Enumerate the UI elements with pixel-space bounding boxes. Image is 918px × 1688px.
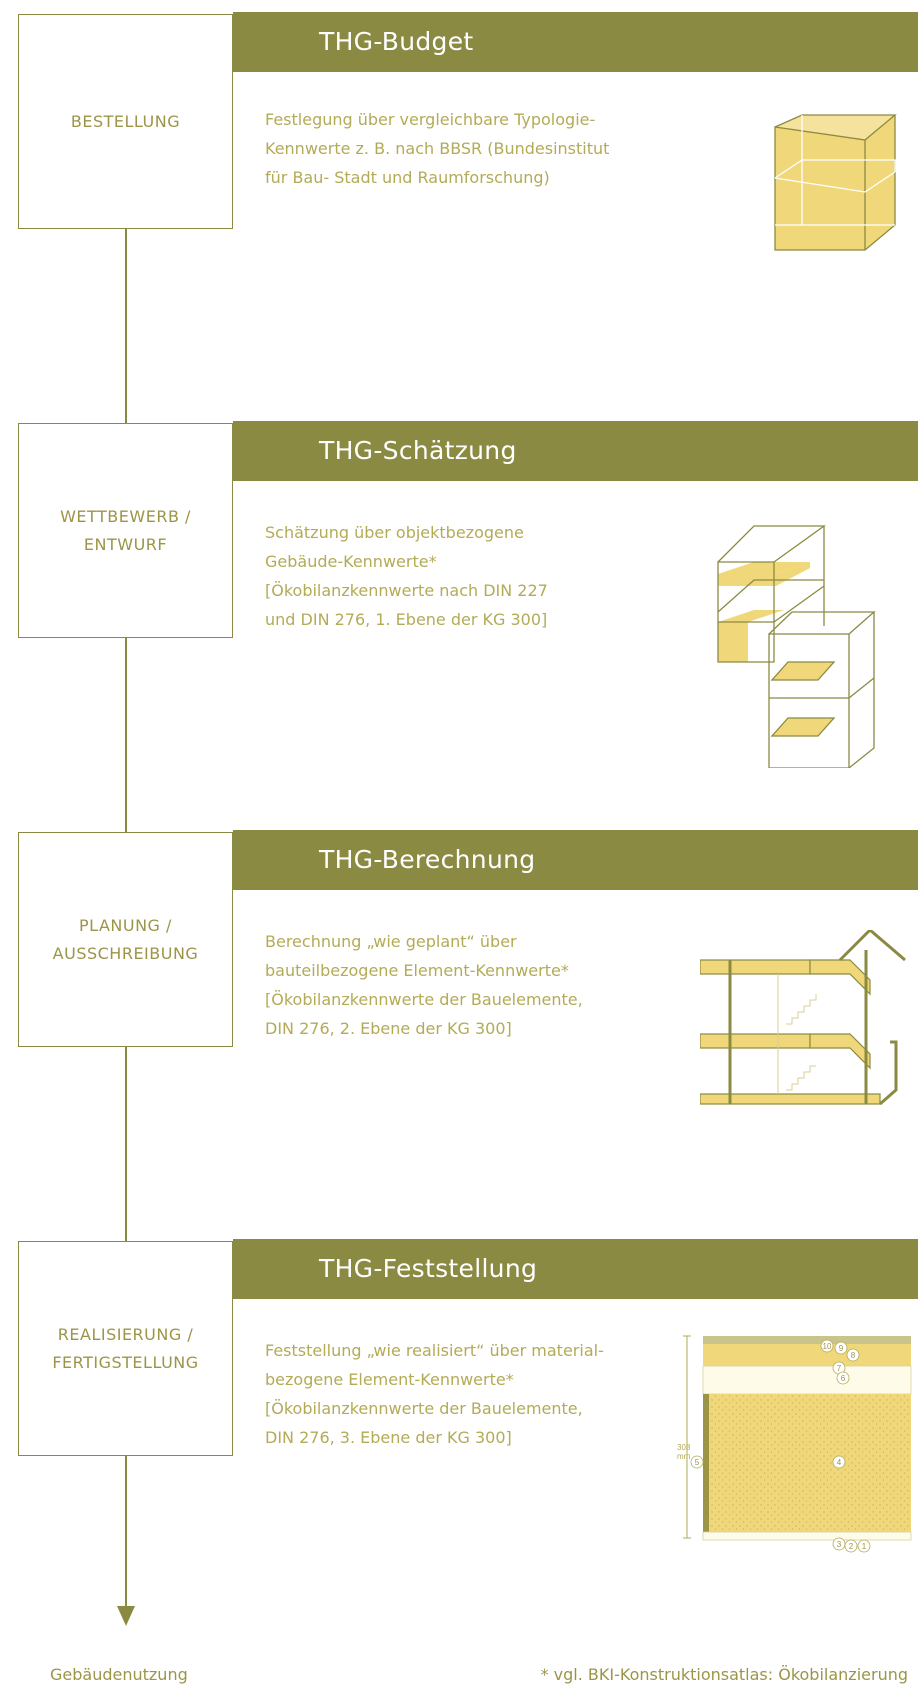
layer-marker: 4 <box>837 1458 842 1467</box>
stage-title: THG-Berechnung <box>319 845 536 874</box>
stage-description: Schätzung über objektbezogene Gebäude-Ke… <box>265 523 548 629</box>
layer-marker: 5 <box>695 1458 700 1467</box>
thickness-unit: mm <box>677 1452 691 1461</box>
layer-marker: 8 <box>851 1351 856 1360</box>
flow-connector-1 <box>125 229 127 423</box>
stage-label: PLANUNG / AUSSCHREIBUNG <box>52 915 199 963</box>
stage-label: BESTELLUNG <box>70 111 181 131</box>
stage-title: THG-Schätzung <box>319 436 517 465</box>
layer-marker: 6 <box>841 1374 846 1383</box>
flow-arrowhead <box>117 1606 135 1626</box>
layer-marker: 3 <box>837 1540 842 1549</box>
stage-description: Festlegung über vergleichbare Typologie-… <box>265 110 610 187</box>
layer-marker: 9 <box>839 1344 844 1353</box>
stage-label: REALISIERUNG / FERTIGSTELLUNG <box>52 1324 199 1372</box>
layer-marker: 7 <box>837 1364 842 1373</box>
layer-marker: 1 <box>862 1542 867 1551</box>
stage-description: Feststellung „wie realisiert“ über mater… <box>265 1341 604 1447</box>
stage-banner-feststellung: THG-Feststellung <box>233 1239 918 1299</box>
schaetzung-modules-illustration <box>717 525 876 768</box>
flow-connector-4 <box>125 1456 127 1608</box>
end-label: Gebäudenutzung <box>50 1665 188 1684</box>
footnote: * vgl. BKI-Konstruktionsatlas: Ökobilanz… <box>540 1665 908 1684</box>
thickness-label: 303 <box>677 1443 691 1452</box>
stage-banner-budget: THG-Budget <box>233 12 918 72</box>
budget-cube-illustration <box>774 114 897 251</box>
stage-title: THG-Feststellung <box>319 1254 538 1283</box>
stage-box-planung: PLANUNG / AUSSCHREIBUNG <box>18 832 233 1047</box>
stage-banner-schaetzung: THG-Schätzung <box>233 421 918 481</box>
stage-title: THG-Budget <box>319 27 474 56</box>
layer-marker: 10 <box>823 1342 832 1351</box>
berechnung-section-illustration <box>700 930 906 1106</box>
wall-section-illustration: 303 mm 10 9 8 7 6 5 4 3 2 1 <box>677 1335 912 1553</box>
stage-label: WETTBEWERB / ENTWURF <box>60 506 191 554</box>
stage-box-bestellung: BESTELLUNG <box>18 14 233 229</box>
flow-connector-3 <box>125 1047 127 1241</box>
flow-connector-2 <box>125 638 127 832</box>
layer-marker: 2 <box>849 1542 854 1551</box>
stage-banner-berechnung: THG-Berechnung <box>233 830 918 890</box>
stage-box-wettbewerb: WETTBEWERB / ENTWURF <box>18 423 233 638</box>
stage-box-realisierung: REALISIERUNG / FERTIGSTELLUNG <box>18 1241 233 1456</box>
stage-description: Berechnung „wie geplant“ über bauteilbez… <box>265 932 583 1038</box>
